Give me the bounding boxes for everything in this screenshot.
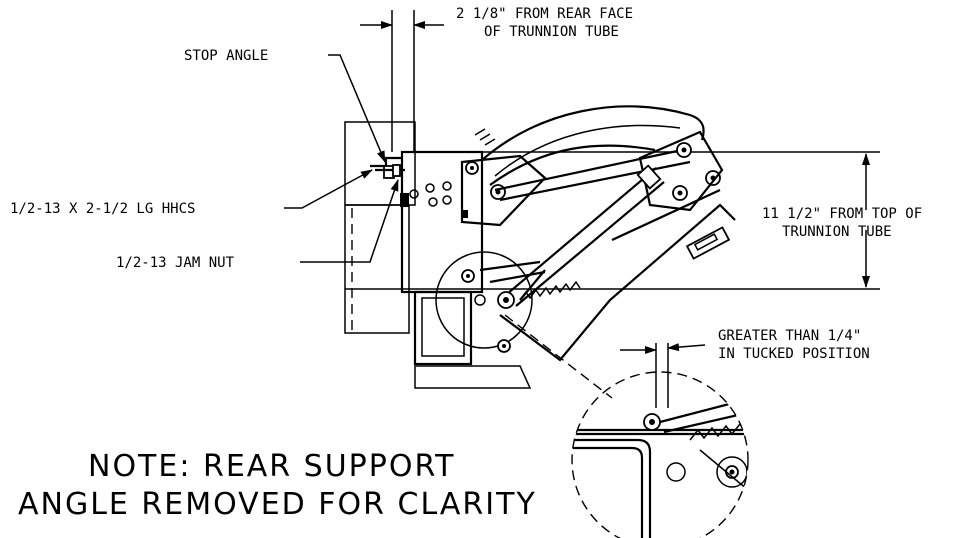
hhcs-label: 1/2-13 X 2-1/2 LG HHCS	[10, 201, 195, 217]
tucked-line2: IN TUCKED POSITION	[718, 346, 870, 362]
leaders	[284, 54, 399, 263]
rear-face-dim-line1: 2 1/8" FROM REAR FACE	[456, 6, 633, 22]
labels: 2 1/8" FROM REAR FACE OF TRUNNION TUBE S…	[10, 6, 922, 522]
rear-face-dim-line2: OF TRUNNION TUBE	[484, 24, 619, 40]
tucked-detail-view	[571, 343, 749, 538]
tucked-line1: GREATER THAN 1/4"	[718, 328, 861, 344]
note-line1: NOTE: REAR SUPPORT	[88, 449, 455, 484]
jam-nut-label: 1/2-13 JAM NUT	[116, 255, 235, 271]
top-dim-line1: 11 1/2" FROM TOP OF	[762, 206, 922, 222]
linkage-mechanism	[409, 105, 736, 362]
top-dim-line2: TRUNNION TUBE	[782, 224, 892, 240]
trunnion-structure	[344, 10, 880, 389]
stop-angle-label: STOP ANGLE	[184, 48, 268, 64]
note-line2: ANGLE REMOVED FOR CLARITY	[18, 487, 537, 522]
